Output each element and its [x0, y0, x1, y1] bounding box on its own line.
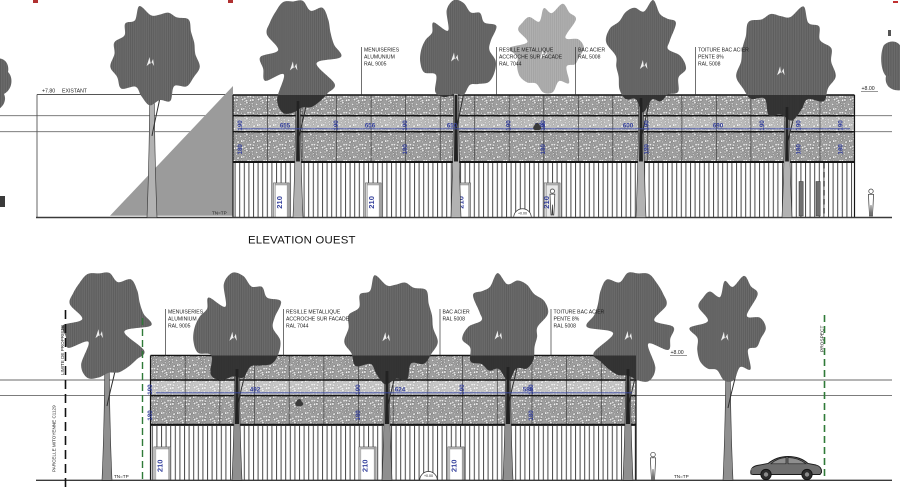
- svg-text:655: 655: [280, 122, 291, 129]
- svg-text:PROSPECT: PROSPECT: [820, 326, 826, 352]
- svg-text:190: 190: [644, 120, 651, 131]
- svg-text:180: 180: [147, 410, 154, 421]
- svg-text:+0.00: +0.00: [518, 211, 527, 215]
- svg-text:580: 580: [523, 386, 534, 393]
- svg-text:210: 210: [361, 459, 370, 472]
- svg-text:PENTE 8%: PENTE 8%: [698, 55, 724, 61]
- svg-text:180: 180: [796, 144, 803, 155]
- svg-text:+0.00: +0.00: [424, 474, 433, 478]
- svg-text:600: 600: [623, 122, 634, 129]
- svg-text:190: 190: [528, 384, 535, 395]
- svg-text:RAL 9005: RAL 9005: [364, 62, 387, 68]
- svg-text:190: 190: [540, 120, 547, 131]
- svg-text:190: 190: [759, 120, 766, 131]
- svg-text:RESILLE METALLIQUE: RESILLE METALLIQUE: [499, 48, 554, 54]
- svg-text:+8.00: +8.00: [862, 86, 875, 92]
- svg-text:180: 180: [838, 144, 845, 155]
- svg-text:+8.00: +8.00: [671, 350, 684, 356]
- svg-text:190: 190: [147, 384, 154, 395]
- svg-text:RAL 7044: RAL 7044: [499, 62, 522, 68]
- svg-text:RAL 5008: RAL 5008: [698, 62, 721, 68]
- svg-text:ALUMUNIUM: ALUMUNIUM: [364, 55, 395, 61]
- svg-text:180: 180: [528, 410, 535, 421]
- svg-text:RAL 5008: RAL 5008: [443, 317, 466, 323]
- svg-text:RAL 7044: RAL 7044: [286, 324, 309, 330]
- svg-text:180: 180: [644, 144, 651, 155]
- svg-text:TN=TP: TN=TP: [674, 474, 689, 479]
- svg-text:210: 210: [457, 196, 466, 209]
- svg-text:RESILLE METALLIQUE: RESILLE METALLIQUE: [286, 310, 341, 316]
- svg-text:MENUISERIES: MENUISERIES: [168, 310, 204, 316]
- svg-text:210: 210: [275, 196, 284, 209]
- svg-text:BAC ACIER: BAC ACIER: [578, 48, 605, 54]
- svg-text:190: 190: [333, 120, 340, 131]
- svg-text:ELEVATION OUEST: ELEVATION OUEST: [248, 235, 356, 247]
- svg-text:RAL 5008: RAL 5008: [554, 324, 577, 330]
- svg-text:+7.80: +7.80: [42, 89, 55, 95]
- svg-text:190: 190: [237, 120, 244, 131]
- svg-text:RAL 5008: RAL 5008: [578, 55, 601, 61]
- svg-text:492: 492: [250, 386, 261, 393]
- svg-text:TOITURE BAC ACIER: TOITURE BAC ACIER: [698, 48, 749, 54]
- svg-text:190: 190: [459, 384, 466, 395]
- svg-text:190: 190: [506, 120, 513, 131]
- svg-text:690: 690: [713, 122, 724, 129]
- svg-text:210: 210: [156, 459, 165, 472]
- svg-text:190: 190: [402, 120, 409, 131]
- svg-text:190: 190: [355, 384, 362, 395]
- svg-text:ACCROCHE SUR FACADE: ACCROCHE SUR FACADE: [499, 55, 563, 61]
- svg-text:MENUISERIES: MENUISERIES: [364, 48, 400, 54]
- svg-text:LIMITE DE PROPRIETE: LIMITE DE PROPRIETE: [60, 325, 65, 375]
- svg-text:TOITURE BAC ACIER: TOITURE BAC ACIER: [554, 310, 605, 316]
- svg-text:BAC ACIER: BAC ACIER: [443, 310, 470, 316]
- svg-text:PENTE 8%: PENTE 8%: [554, 317, 580, 323]
- svg-text:180: 180: [540, 144, 547, 155]
- svg-text:RAL 9005: RAL 9005: [168, 324, 191, 330]
- svg-text:598: 598: [535, 122, 546, 129]
- svg-text:TN=TP: TN=TP: [114, 474, 129, 479]
- svg-text:190: 190: [796, 120, 803, 131]
- svg-text:PARCELLE MITOYENNE C1129: PARCELLE MITOYENNE C1129: [52, 405, 57, 472]
- svg-text:180: 180: [355, 410, 362, 421]
- svg-text:656: 656: [365, 122, 376, 129]
- svg-text:210: 210: [542, 196, 551, 209]
- svg-text:210: 210: [367, 196, 376, 209]
- svg-text:190: 190: [838, 120, 845, 131]
- svg-text:624: 624: [395, 386, 406, 393]
- svg-text:ACCROCHE SUR FACADE: ACCROCHE SUR FACADE: [286, 317, 350, 323]
- svg-text:180: 180: [402, 144, 409, 155]
- svg-text:ALUMINIUM: ALUMINIUM: [168, 317, 197, 323]
- svg-text:210: 210: [450, 459, 459, 472]
- svg-text:TN=TP: TN=TP: [212, 211, 227, 216]
- svg-text:EXISTANT: EXISTANT: [62, 89, 88, 95]
- svg-text:180: 180: [237, 144, 244, 155]
- svg-text:650: 650: [447, 122, 458, 129]
